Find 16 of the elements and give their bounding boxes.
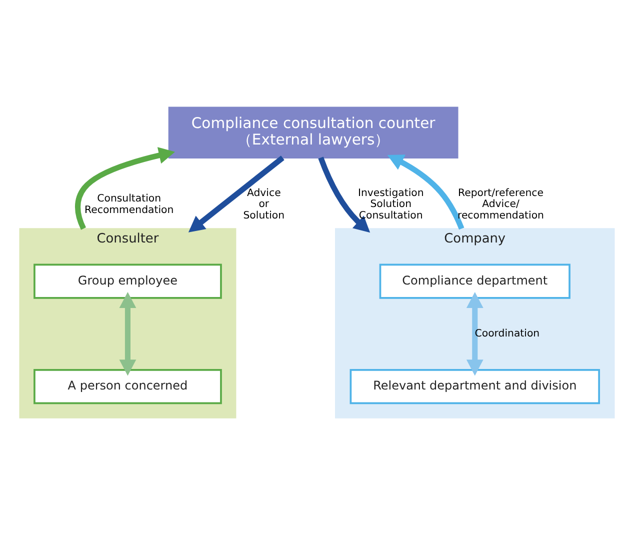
arrow xyxy=(387,154,464,230)
edge-label: Report/reference Advice/ recommendation xyxy=(458,188,544,222)
edge-label: Advice or Solution xyxy=(243,188,285,222)
node-box: A person concerned xyxy=(34,368,222,404)
node-box: Compliance consultation counter （External lawyers） xyxy=(168,106,458,158)
node-box: Relevant department and division xyxy=(350,368,600,404)
arrow xyxy=(119,292,136,376)
arrow xyxy=(75,147,175,230)
arrow xyxy=(318,156,370,233)
node-box: Compliance department xyxy=(379,264,570,299)
edge-label: Investigation Solution Consultation xyxy=(358,188,424,222)
edge-label: Consultation Recommendation xyxy=(84,194,174,216)
arrow xyxy=(466,292,484,376)
node-box: Group employee xyxy=(34,264,222,299)
edge-label: Coordination xyxy=(474,328,540,340)
arrow xyxy=(188,156,284,232)
